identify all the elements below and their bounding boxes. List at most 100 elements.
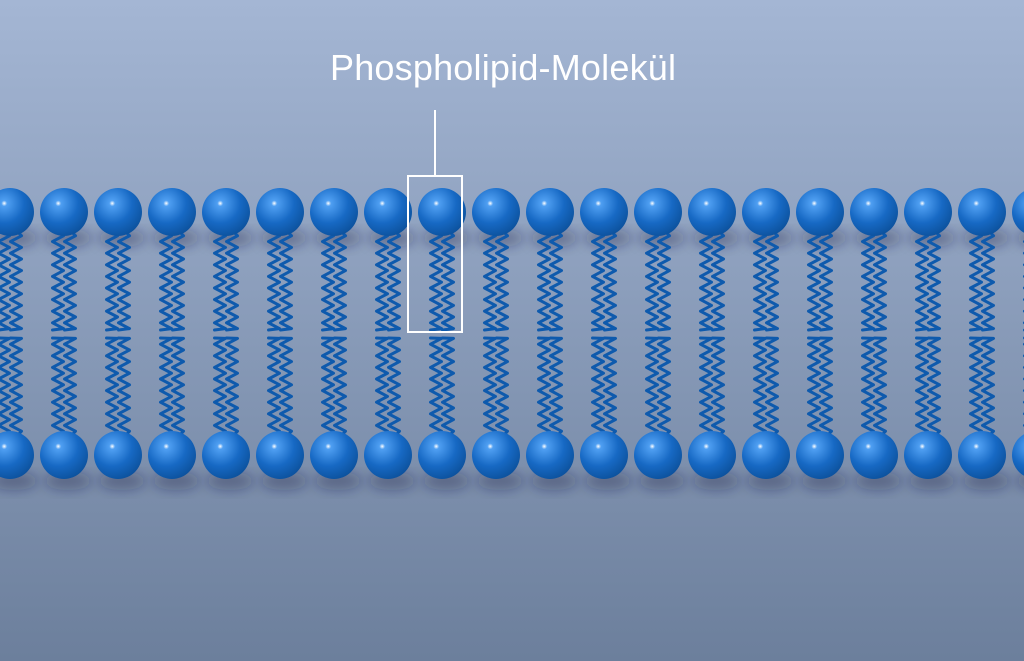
- bottom-lipid-tail: [915, 336, 929, 439]
- highlight-box: [407, 175, 463, 333]
- callout: [407, 110, 463, 333]
- top-lipid-tail: [333, 228, 347, 332]
- top-lipid-head: [742, 188, 790, 236]
- bottom-lipid-head: [1012, 434, 1024, 476]
- top-lipid-tail: [807, 228, 821, 332]
- bottom-lipid-tail: [981, 336, 995, 439]
- bottom-lipid-tail: [375, 336, 389, 439]
- top-lipid-tail: [171, 228, 185, 332]
- bottom-lipid-tail: [117, 336, 131, 439]
- bottom-lipid-head: [634, 431, 682, 479]
- top-lipid-head: [148, 188, 196, 236]
- bottom-lipid-tail: [483, 336, 497, 439]
- top-lipid-head: [0, 188, 34, 236]
- top-lipid-head: [40, 188, 88, 236]
- top-lipid-head: [1012, 191, 1024, 233]
- bottom-lipid-tail: [711, 336, 725, 439]
- bottom-lipid-tail: [51, 336, 65, 439]
- bottom-lipid-head: [364, 431, 412, 479]
- bottom-lipid-tail: [969, 336, 983, 439]
- top-lipid-head: [580, 188, 628, 236]
- top-lipid-tail: [483, 228, 497, 332]
- bottom-lipid-tail: [159, 336, 173, 439]
- top-lipid-tail: [591, 228, 605, 332]
- bottom-lipid-head: [310, 431, 358, 479]
- top-lipid-tail: [267, 228, 281, 332]
- top-lipid-tail: [645, 228, 659, 332]
- top-lipid-head: [904, 188, 952, 236]
- bottom-lipid-tail: [441, 336, 455, 439]
- bottom-lipid-tail: [105, 336, 119, 439]
- bottom-lipid-tail: [171, 336, 185, 439]
- top-lipid-tail: [63, 228, 77, 332]
- top-lipid-tail: [969, 228, 983, 332]
- bottom-lipid-tail: [753, 336, 767, 439]
- bottom-lipid-tail: [765, 336, 779, 439]
- bottom-lipid-tail: [873, 336, 887, 439]
- top-lipid-tail: [699, 228, 713, 332]
- bottom-lipid-head: [796, 431, 844, 479]
- top-lipid-tail: [441, 228, 455, 332]
- top-lipid-tail: [495, 228, 509, 332]
- top-lipid-tail: [927, 228, 941, 332]
- top-lipid-head: [472, 188, 520, 236]
- bottom-lipid-head: [0, 431, 34, 479]
- top-lipid-head: [796, 188, 844, 236]
- bottom-lipid-tail: [861, 336, 875, 439]
- top-lipid-tail: [537, 228, 551, 332]
- top-lipid-tail: [9, 228, 23, 332]
- bottom-lipid-tail: [807, 336, 821, 439]
- top-lipid-tail: [981, 228, 995, 332]
- top-lipid-tail: [51, 228, 65, 332]
- top-lipid-tail: [819, 228, 833, 332]
- phospholipid-molecule-label: Phospholipid-Molekül: [330, 47, 677, 88]
- head-shadow: [1016, 474, 1024, 488]
- top-lipid-tail: [105, 228, 119, 332]
- top-lipid-head: [94, 188, 142, 236]
- bottom-lipid-tail: [321, 336, 335, 439]
- bottom-lipid-tail: [537, 336, 551, 439]
- top-lipid-head: [526, 188, 574, 236]
- bottom-lipid-tail: [549, 336, 563, 439]
- head-shadow: [1016, 231, 1024, 245]
- bottom-lipid-tail: [9, 336, 23, 439]
- top-lipid-tail: [429, 228, 443, 332]
- top-lipid-head: [418, 188, 466, 236]
- top-lipid-head: [958, 188, 1006, 236]
- bottom-lipid-head: [688, 431, 736, 479]
- bottom-lipid-head: [418, 431, 466, 479]
- top-lipid-tail: [765, 228, 779, 332]
- top-lipid-tail: [387, 228, 401, 332]
- top-lipid-head: [310, 188, 358, 236]
- top-lipid-head: [202, 188, 250, 236]
- bottom-lipid-tail: [645, 336, 659, 439]
- bottom-lipid-head: [742, 431, 790, 479]
- bottom-lipid-head: [958, 431, 1006, 479]
- bottom-lipid-tail: [819, 336, 833, 439]
- top-lipid-tail: [279, 228, 293, 332]
- top-lipid-tail: [753, 228, 767, 332]
- bottom-lipid-tail: [591, 336, 605, 439]
- top-lipid-tail: [657, 228, 671, 332]
- bottom-lipid-tail: [213, 336, 227, 439]
- top-lipid-tail: [549, 228, 563, 332]
- top-lipid-tail: [321, 228, 335, 332]
- top-lipid-head: [688, 188, 736, 236]
- bottom-lipid-tail: [387, 336, 401, 439]
- bottom-lipid-tail: [267, 336, 281, 439]
- bottom-lipid-tail: [63, 336, 77, 439]
- top-lipid-tail: [0, 228, 11, 332]
- top-lipid-tail: [861, 228, 875, 332]
- bottom-lipid-head: [40, 431, 88, 479]
- top-lipid-tail: [225, 228, 239, 332]
- bottom-lipid-head: [94, 431, 142, 479]
- bottom-lipid-head: [472, 431, 520, 479]
- bottom-lipid-tail: [333, 336, 347, 439]
- lipid-heads: [0, 188, 1024, 479]
- bottom-lipid-head: [202, 431, 250, 479]
- bottom-lipid-head: [904, 431, 952, 479]
- bottom-lipid-tail: [927, 336, 941, 439]
- bottom-lipid-head: [148, 431, 196, 479]
- top-lipid-tail: [159, 228, 173, 332]
